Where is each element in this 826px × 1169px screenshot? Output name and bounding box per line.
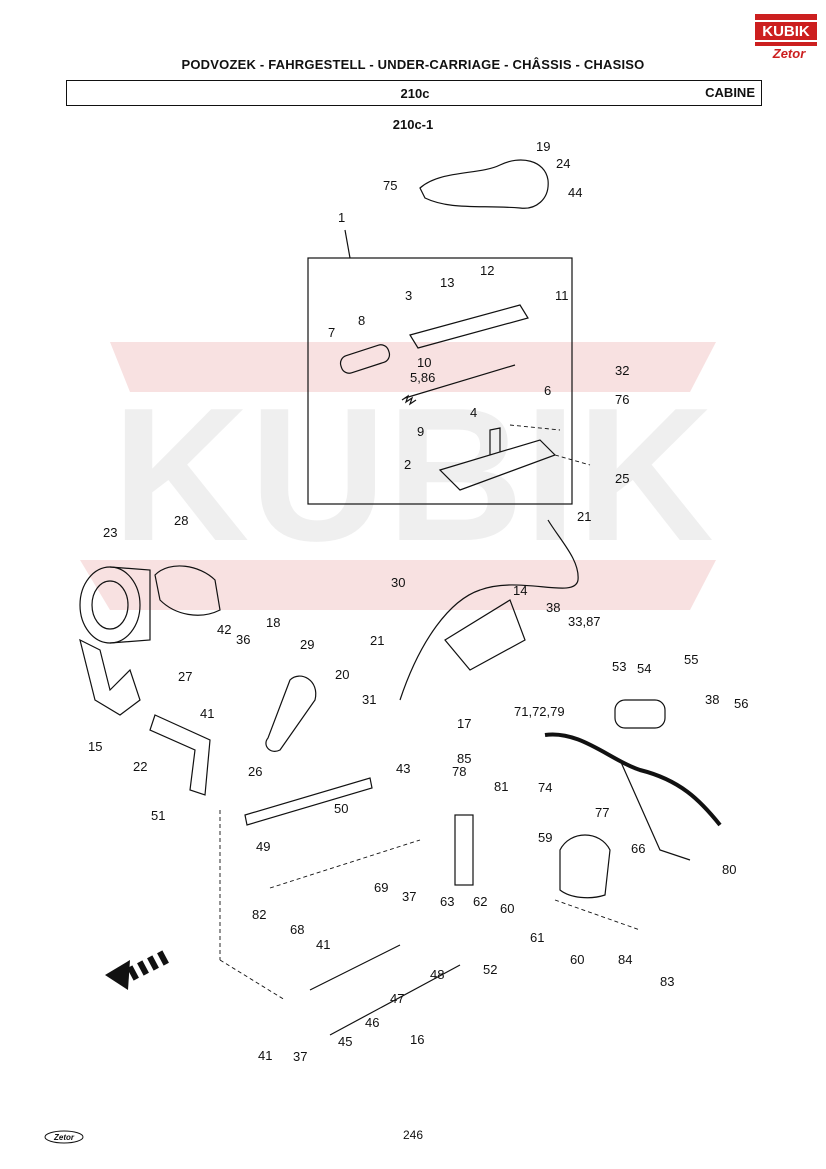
callout: 61	[530, 930, 544, 945]
callout: 49	[256, 839, 270, 854]
callout: 19	[536, 139, 550, 154]
callout: 37	[293, 1049, 307, 1064]
callout: 4	[470, 405, 477, 420]
callout: 28	[174, 513, 188, 528]
callout: 80	[722, 862, 736, 877]
callout: 9	[417, 424, 424, 439]
callout: 31	[362, 692, 376, 707]
callout: 3	[405, 288, 412, 303]
callout: 42	[217, 622, 231, 637]
section-code: 210c	[400, 86, 430, 101]
callout: 18	[266, 615, 280, 630]
callout: 82	[252, 907, 266, 922]
callout: 60	[500, 901, 514, 916]
watermark-text: KUBIK	[112, 369, 714, 581]
callout: 2	[404, 457, 411, 472]
callout: 41	[258, 1048, 272, 1063]
callout: 32	[615, 363, 629, 378]
callout: 7	[328, 325, 335, 340]
callout: 66	[631, 841, 645, 856]
callout: 60	[570, 952, 584, 967]
callout: 76	[615, 392, 629, 407]
footer-logo: Zetor	[44, 1130, 84, 1144]
callout: 44	[568, 185, 582, 200]
callout: 43	[396, 761, 410, 776]
callout: 8	[358, 313, 365, 328]
figure-code: 210c-1	[392, 117, 434, 132]
logo-text-bottom: Zetor	[772, 46, 806, 61]
section-name: CABINE	[705, 85, 755, 100]
callout: 10	[417, 355, 431, 370]
callout: 12	[480, 263, 494, 278]
footer-logo-text: Zetor	[53, 1133, 75, 1142]
callout: 38	[705, 692, 719, 707]
callout: 71,72,79	[514, 704, 565, 719]
callout: 27	[178, 669, 192, 684]
callout: 24	[556, 156, 570, 171]
page-title: PODVOZEK - FAHRGESTELL - UNDER-CARRIAGE …	[181, 57, 645, 72]
callout: 1	[338, 210, 345, 225]
callout: 21	[577, 509, 591, 524]
callout: 62	[473, 894, 487, 909]
callout: 15	[88, 739, 102, 754]
callout: 22	[133, 759, 147, 774]
assembly-box	[307, 257, 573, 505]
callout: 38	[546, 600, 560, 615]
callout: 16	[410, 1032, 424, 1047]
callout: 63	[440, 894, 454, 909]
callout: 14	[513, 583, 527, 598]
direction-arrow	[105, 950, 169, 990]
callout: 85	[457, 751, 471, 766]
brand-logo: KUBIK Zetor	[755, 14, 817, 62]
callout: 21	[370, 633, 384, 648]
callout: 56	[734, 696, 748, 711]
callout: 20	[335, 667, 349, 682]
callout: 68	[290, 922, 304, 937]
callout: 5,86	[410, 370, 435, 385]
callout: 41	[200, 706, 214, 721]
callout: 46	[365, 1015, 379, 1030]
callout: 69	[374, 880, 388, 895]
callout: 78	[452, 764, 466, 779]
callout: 74	[538, 780, 552, 795]
callout: 36	[236, 632, 250, 647]
callout: 41	[316, 937, 330, 952]
callout: 50	[334, 801, 348, 816]
callout: 52	[483, 962, 497, 977]
page-number: 246	[402, 1128, 424, 1142]
callout: 55	[684, 652, 698, 667]
callout: 23	[103, 525, 117, 540]
callout: 51	[151, 808, 165, 823]
callout: 13	[440, 275, 454, 290]
callout: 25	[615, 471, 629, 486]
callout: 37	[402, 889, 416, 904]
callout: 54	[637, 661, 651, 676]
callout: 75	[383, 178, 397, 193]
callout: 26	[248, 764, 262, 779]
callout: 17	[457, 716, 471, 731]
header-box: 210c CABINE	[66, 80, 762, 106]
callout: 11	[555, 288, 569, 303]
callout: 48	[430, 967, 444, 982]
callout: 53	[612, 659, 626, 674]
callout: 30	[391, 575, 405, 590]
seat-part	[419, 159, 549, 209]
callout: 77	[595, 805, 609, 820]
callout: 47	[390, 991, 404, 1006]
callout: 45	[338, 1034, 352, 1049]
callout: 81	[494, 779, 508, 794]
logo-text-top: KUBIK	[762, 23, 810, 40]
callout: 6	[544, 383, 551, 398]
callout: 59	[538, 830, 552, 845]
callout: 29	[300, 637, 314, 652]
callout: 84	[618, 952, 632, 967]
callout: 83	[660, 974, 674, 989]
callout: 33,87	[568, 614, 601, 629]
